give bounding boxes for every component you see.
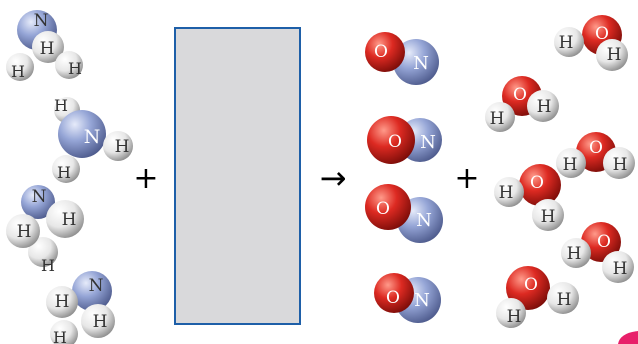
hydrogen-atom [46,286,78,318]
nitric-oxide-molecule-4: O N [374,273,441,323]
nitric-oxide-molecule-3: O N [365,184,443,243]
nitric-oxide-molecule-1: O N [365,32,439,85]
hydrogen-atom [50,320,78,344]
hydrogen-atom [46,200,84,238]
hydrogen-atom [103,131,133,161]
water-molecule-1: O H H [554,15,628,71]
water-molecule-2: O H H [485,76,559,132]
oxygen-atom [581,222,621,262]
hydrogen-atom [6,214,40,248]
water-molecule-5: O H H [561,222,634,283]
oxygen-atom [365,184,411,230]
plus-sign-2: + [454,161,479,196]
nitrogen-atom [72,271,112,311]
hydrogen-atom [496,298,526,328]
nitrogen-atom [58,110,106,158]
hydrogen-atom [596,39,628,71]
ammonia-molecule-3: N H H H [6,185,84,275]
water-molecule-6: O H H [496,266,579,328]
ammonia-molecule-2: H N H H [52,96,133,183]
reaction-arrow: → [320,159,347,197]
oxygen-atom [506,266,550,310]
oxygen-atom [367,116,415,164]
hydrogen-atom [561,238,591,268]
hydrogen-atom [554,27,584,57]
water-molecule-4: O H H [494,164,564,231]
ammonia-molecule-1: N H H H [6,10,83,81]
hydrogen-atom [55,51,83,79]
hydrogen-atom [602,251,634,283]
hydrogen-atom [28,237,58,267]
water-molecule-3: O H H [556,132,635,179]
ammonia-molecule-4: N H H H [46,271,115,344]
hydrogen-atom [527,90,559,122]
plus-sign-1: + [133,161,158,196]
hydrogen-atom [556,148,586,178]
oxygen-atom [519,164,561,206]
hydrogen-atom [485,102,515,132]
oxygen-atom [374,273,414,313]
hydrogen-atom [547,282,579,314]
corner-accent [618,331,638,344]
hydrogen-atom [81,304,115,338]
oxygen-atom [365,32,405,72]
hydrogen-atom [52,155,80,183]
blank-reactant-box [174,27,301,325]
nitric-oxide-molecule-2: O N [367,116,442,164]
hydrogen-atom [494,177,524,207]
hydrogen-atom [603,147,635,179]
nitrogen-atom [21,185,55,219]
hydrogen-atom [532,199,564,231]
hydrogen-atom [6,53,34,81]
hydrogen-atom [32,31,64,63]
